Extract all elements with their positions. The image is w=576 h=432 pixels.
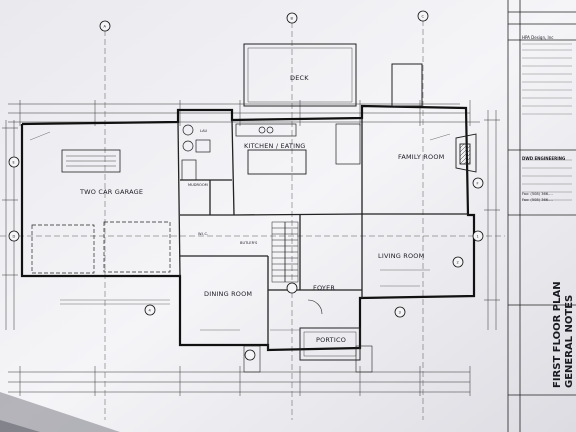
room-label-garage: TWO CAR GARAGE <box>79 188 143 196</box>
phone-line-1: Fax: (508) 366-... <box>522 192 553 196</box>
room-label-family-room: FAMILY ROOM <box>398 153 444 161</box>
grid-bubbles <box>8 10 484 361</box>
grid-bubble-3: 3 <box>399 311 401 315</box>
grid-bubble-c: C <box>422 15 425 19</box>
room-label-wic: W.I.C. <box>198 232 208 236</box>
dimension-lines-sides <box>2 110 500 330</box>
engineer-name: DWD ENGINEERING <box>522 156 565 161</box>
room-label-deck: DECK <box>290 74 309 82</box>
sheet-title: FIRST FLOOR PLAN <box>552 281 563 388</box>
room-label-portico: PORTICO <box>316 336 346 344</box>
firm-name: HPA Design, Inc <box>522 35 553 40</box>
front-steps <box>243 345 373 373</box>
deck-outline <box>243 43 423 107</box>
exterior-walls <box>20 104 476 352</box>
garage-doors <box>31 221 171 274</box>
dimension-lines-top <box>8 100 480 126</box>
laundry-fixtures <box>181 124 211 181</box>
photo-shadow <box>0 392 120 432</box>
room-label-living-room: LIVING ROOM <box>378 252 424 260</box>
room-label-kitchen: KITCHEN / EATING <box>244 142 306 150</box>
title-block <box>507 0 576 432</box>
dimension-lines-bottom <box>8 366 471 396</box>
grid-bubble-b: B <box>291 17 294 21</box>
leader-notes <box>29 131 451 331</box>
grid-bubble-f: F <box>477 182 479 186</box>
garage-note-box <box>61 149 121 173</box>
grid-bubble-2: 2 <box>457 261 459 265</box>
kitchen-counters <box>235 123 361 165</box>
room-label-butlers: BUTLER'S <box>240 241 258 245</box>
phone-line-2: Fax: (508) 366-... <box>522 198 553 202</box>
grid-bubble-d: D <box>13 235 16 239</box>
grid-bubble-4: 4 <box>149 309 152 313</box>
kitchen-island <box>247 149 307 175</box>
grid-lines <box>0 20 505 420</box>
portico <box>299 299 361 361</box>
grid-bubble-1: 1 <box>477 235 479 239</box>
sheet-subtitle: GENERAL NOTES <box>564 295 575 388</box>
grid-bubble-labels: A B C D E F 1 2 3 4 <box>13 15 479 315</box>
room-label-foyer: FOYER <box>313 284 335 292</box>
grid-bubble-e: E <box>13 161 16 165</box>
grid-bubble-a: A <box>104 25 107 29</box>
room-label-laundry: LAU <box>200 129 208 133</box>
room-label-dining-room: DINING ROOM <box>204 290 252 298</box>
fireplace <box>455 133 477 173</box>
room-label-mudroom: MUDROOM <box>188 183 208 187</box>
staircase <box>271 221 299 283</box>
